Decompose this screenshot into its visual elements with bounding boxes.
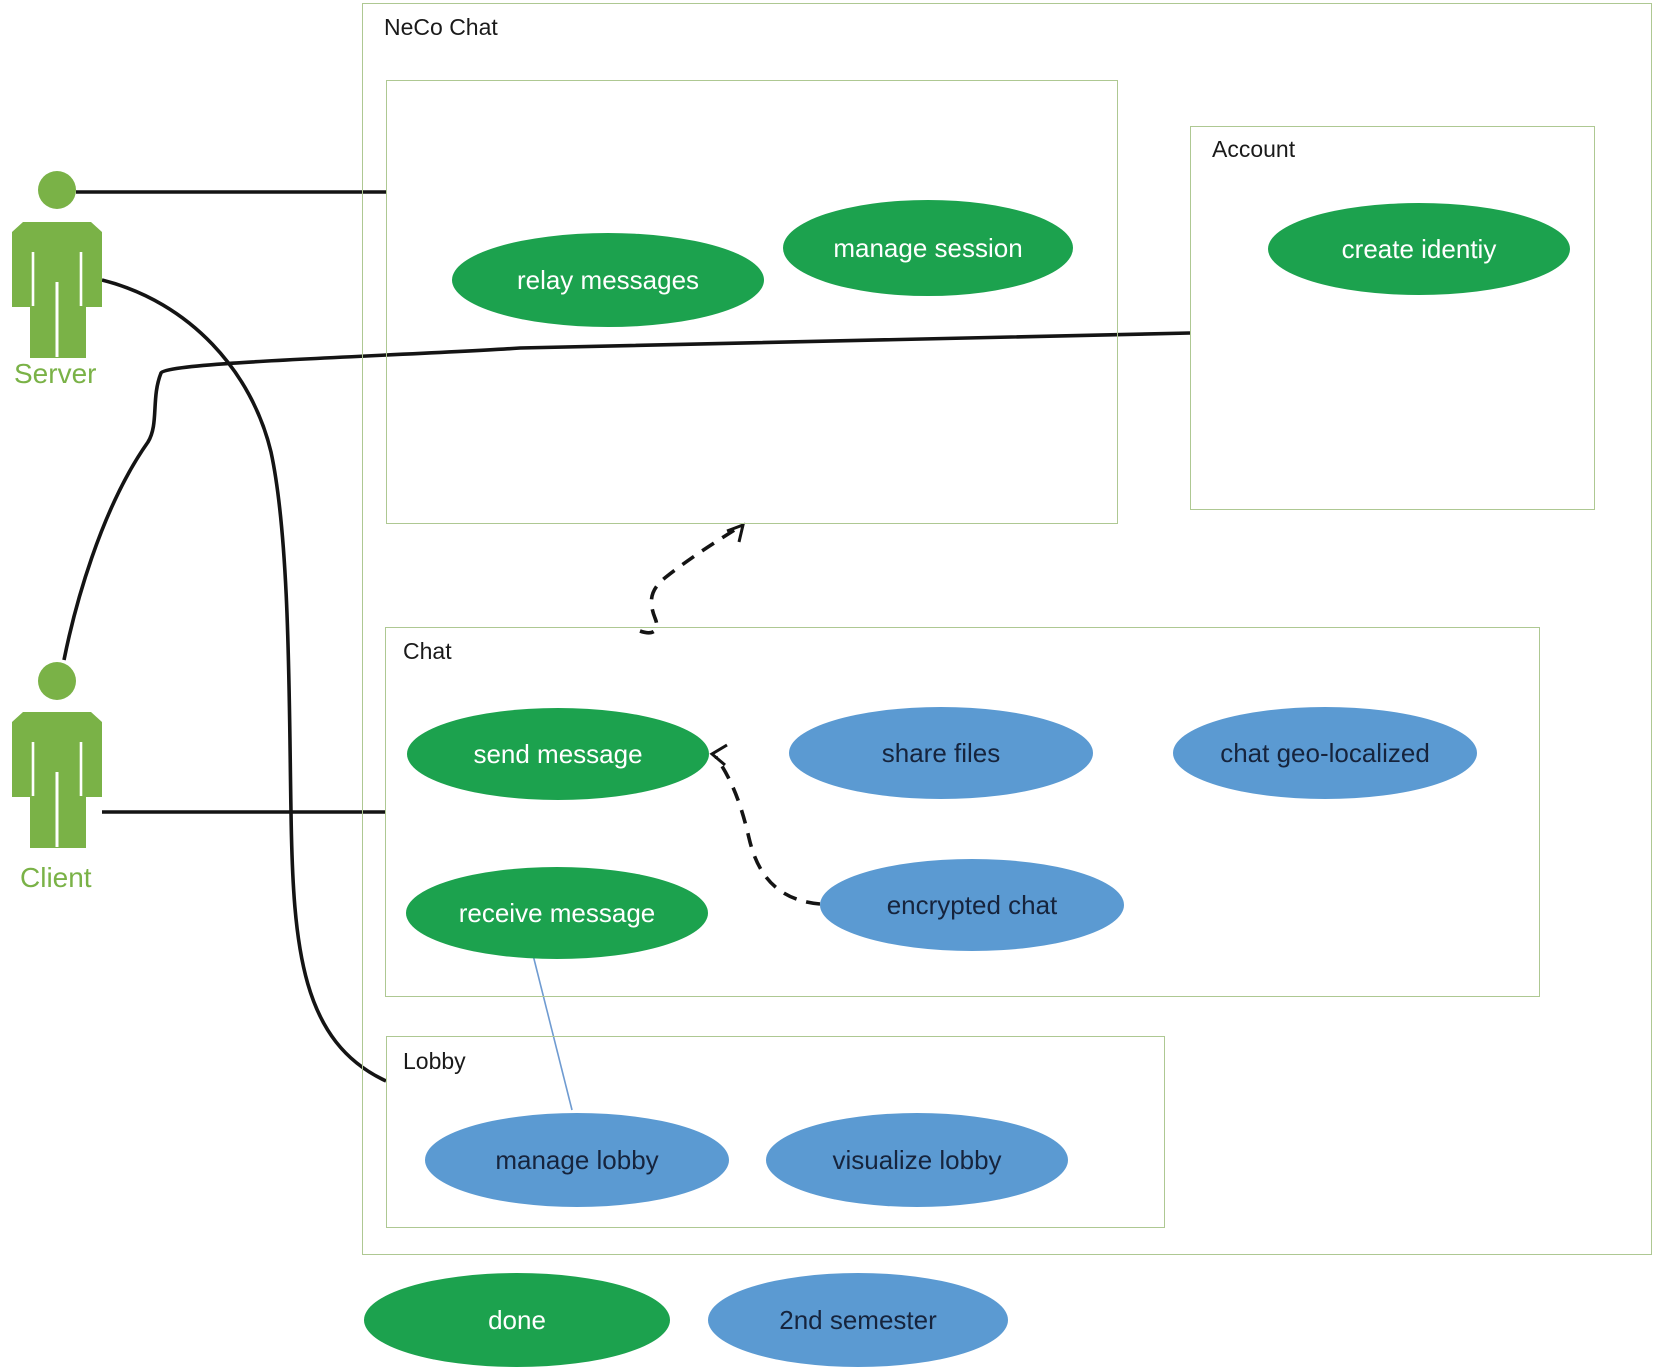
server-actor-icon xyxy=(12,171,102,358)
usecase-manage-lobby: manage lobby xyxy=(425,1113,729,1207)
dashed-edge-chat-to-session xyxy=(639,527,737,635)
arrowhead-session-box xyxy=(726,522,746,543)
dashed-edge-encrypted-to-send xyxy=(714,755,821,906)
system-boundary-neco-chat xyxy=(362,3,1652,1255)
usecase-share-files: share files xyxy=(789,707,1093,799)
package-chat xyxy=(385,627,1540,997)
usecase-receive-message: receive message xyxy=(406,867,708,959)
usecase-relay-messages: relay messages xyxy=(452,233,764,327)
edge-server-lobby xyxy=(101,278,387,1083)
edge-client-account xyxy=(62,331,1191,661)
usecase-encrypted-chat: encrypted chat xyxy=(820,859,1124,951)
package-lobby-label: Lobby xyxy=(403,1048,466,1074)
package-session xyxy=(386,80,1118,524)
package-account-label: Account xyxy=(1212,136,1296,162)
legend-second-semester-ellipse: 2nd semester xyxy=(708,1273,1008,1367)
usecase-visualize-lobby: visualize lobby xyxy=(766,1113,1068,1207)
client-actor-icon xyxy=(12,662,102,848)
usecase-manage-session: manage session xyxy=(783,200,1073,296)
edge-receive-to-manage-lobby xyxy=(530,946,573,1111)
arrowhead-send-message xyxy=(709,743,728,767)
package-lobby xyxy=(386,1036,1165,1228)
client-actor-label: Client xyxy=(20,862,92,893)
system-title: NeCo Chat xyxy=(384,14,498,40)
usecase-chat-geo-localized: chat geo-localized xyxy=(1173,707,1477,799)
usecase-create-identity: create identiy xyxy=(1268,203,1570,295)
usecase-send-message: send message xyxy=(407,708,709,800)
server-actor-label: Server xyxy=(14,358,97,389)
package-chat-label: Chat xyxy=(403,638,452,664)
legend-done-ellipse: done xyxy=(364,1273,670,1367)
package-account xyxy=(1190,126,1595,510)
